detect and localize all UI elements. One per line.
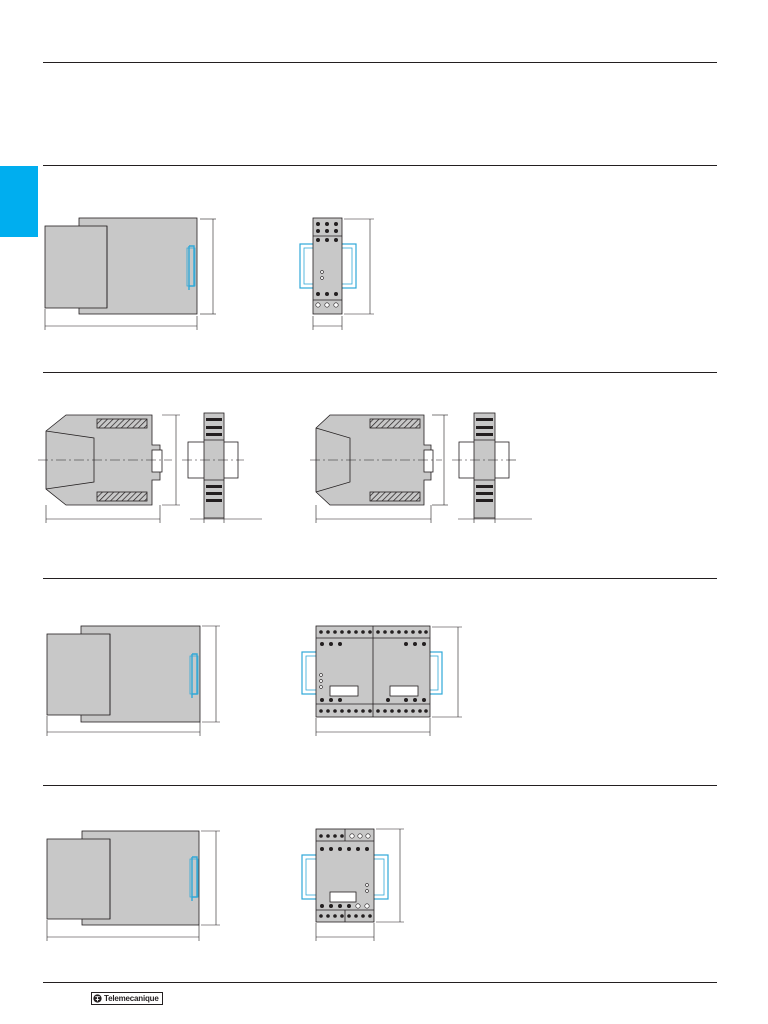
footer-rule — [43, 982, 717, 983]
header-rule — [43, 62, 717, 63]
relay-front-view-1 — [299, 217, 357, 315]
relay-side-view-2a — [45, 414, 163, 506]
relay-front-view-2b — [458, 412, 510, 519]
section-rule — [43, 165, 717, 166]
brand-name: Telemecanique — [104, 993, 159, 1003]
relay-front-view-3 — [301, 625, 443, 718]
section-rule — [43, 372, 717, 373]
relay-front-view-4 — [301, 828, 389, 923]
section-rule — [43, 785, 717, 786]
relay-side-view-4 — [46, 830, 200, 926]
relay-side-view-3 — [46, 625, 201, 723]
telemecanique-logo-icon — [93, 994, 102, 1003]
telemecanique-logo: Telemecanique — [91, 992, 163, 1005]
relay-side-view-1 — [44, 217, 198, 315]
section-tab — [0, 166, 38, 237]
section-rule — [43, 578, 717, 579]
